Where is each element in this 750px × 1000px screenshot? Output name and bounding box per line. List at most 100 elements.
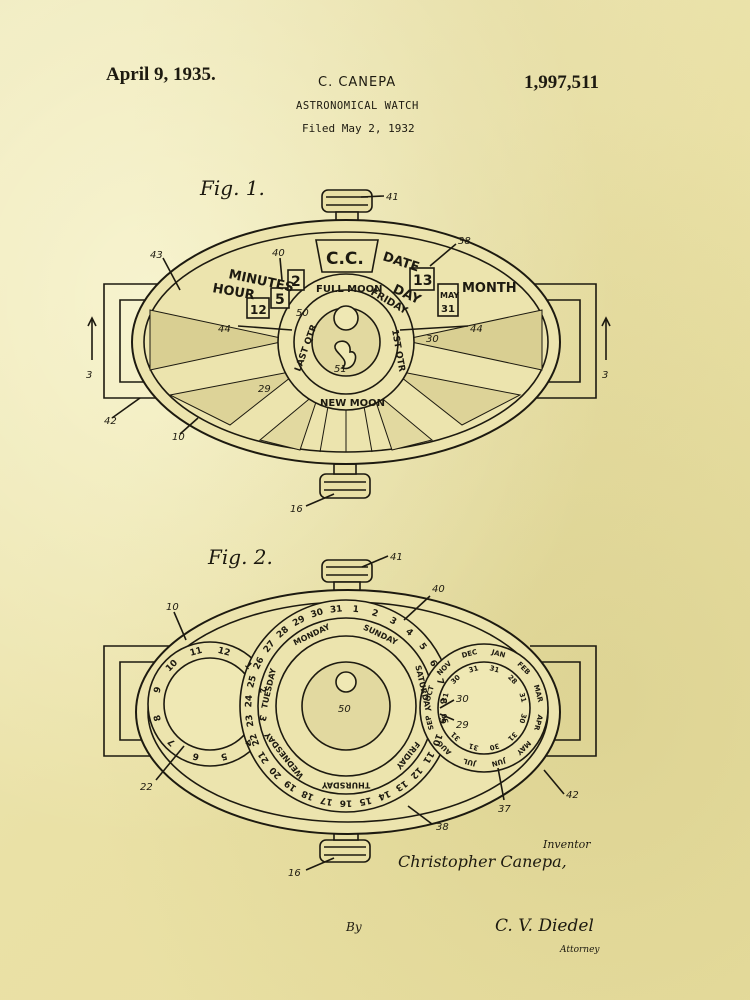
fig2-month-days: 31 [489, 664, 501, 674]
fig1-ref: 3 [602, 370, 608, 381]
fig2-month-days: 31 [517, 692, 527, 704]
fig1-left-strap [103, 283, 170, 399]
fig2-day-number: 24 [244, 695, 255, 708]
fig2-ref: 22 [140, 782, 153, 793]
fig1-ref: 38 [458, 236, 471, 247]
fig1-ref: 44 [218, 324, 231, 335]
filed-date: Filed May 2, 1932 [302, 122, 415, 135]
fig2-ref: 40 [432, 584, 445, 595]
fig2-day-number: 3 [388, 616, 398, 628]
fig1-ref: 42 [104, 416, 117, 427]
fig2-crown-icon [321, 559, 373, 583]
fig1-ref: 10 [172, 432, 185, 443]
fig2-hour-number: 6 [192, 750, 201, 761]
fig2-ref: 16 [288, 868, 301, 879]
fig2-day-number: 17 [319, 794, 333, 806]
fig2-moon-icon [335, 671, 357, 693]
fig1-month-value: MAY [440, 291, 459, 300]
fig1-hour-label: HOUR [211, 281, 255, 303]
fig2-ref: 50 [338, 704, 351, 715]
fig2-day-number: 31 [330, 604, 343, 615]
fig2-month-days: 31 [440, 692, 450, 704]
fig1-ref: 43 [150, 250, 163, 261]
fig2-day-number: 4 [403, 627, 414, 639]
fig1-month-days: 31 [441, 304, 455, 315]
fig2-month-name: OCT [424, 685, 436, 703]
figure-1-label: Fig. 1. [200, 176, 265, 200]
fig2-ref: 10 [166, 602, 179, 613]
patent-number: 1,997,511 [524, 72, 599, 93]
fig1-ref: 51 [334, 364, 347, 375]
fig2-month-days: 31 [468, 741, 480, 751]
fig1-date-value: 13 [413, 273, 432, 289]
fig2-day-number: 9 [436, 717, 447, 725]
fig1-minute-value: 5 [275, 292, 285, 308]
attorney-label: Attorney [560, 945, 600, 955]
fig2-ref: 38 [436, 822, 449, 833]
fig1-monogram: C.C. [326, 249, 364, 269]
fig1-ref: 30 [426, 334, 439, 345]
fig2-day-number: 7 [434, 678, 445, 687]
fig1-crown-icon [321, 189, 373, 213]
patent-date: April 9, 1935. [106, 64, 216, 85]
fig2-day-number: 25 [246, 675, 259, 690]
fig1-date-window [409, 267, 435, 291]
fig1-ref: 40 [272, 248, 285, 259]
fig2-hour-number: 2 [256, 686, 267, 695]
fig1-ref: 41 [386, 192, 399, 203]
fig2-day-number: 26 [252, 656, 266, 672]
fig1-ref: 16 [290, 504, 303, 515]
fig1-new-moon: NEW MOON [320, 398, 385, 409]
fig1-ref: 50 [296, 308, 309, 319]
fig2-right-strap [530, 645, 597, 757]
fig1-right-strap [530, 283, 597, 399]
fig2-day-number: 14 [376, 788, 391, 802]
fig1-knob-icon [319, 473, 371, 499]
fig1-month-label: MONTH [462, 281, 517, 296]
fig1-ref: 3 [86, 370, 92, 381]
fig2-day-number: 16 [340, 798, 353, 808]
fig1-watch [87, 189, 611, 507]
fig2-ref: 30 [456, 694, 469, 705]
fig2-month-name: JUL [462, 756, 478, 767]
fig1-full-moon: FULL MOON [316, 284, 383, 295]
fig2-hour-number: 3 [256, 714, 267, 723]
fig2-day-number: 8 [437, 698, 447, 705]
fig1-moon-icon [333, 305, 359, 331]
fig2-hour-number: 5 [220, 750, 229, 761]
fig2-left-strap [103, 645, 170, 757]
fig1-month-window [437, 283, 459, 317]
fig2-watch [103, 555, 597, 871]
fig1-hour-value: 12 [250, 303, 267, 317]
fig2-month-name: SEP [424, 714, 436, 731]
fig2-month-days: 30 [517, 713, 527, 725]
fig2-hour-number: 7 [166, 736, 178, 748]
fig2-ref: 41 [390, 552, 403, 563]
by-label: By [346, 920, 362, 934]
fig2-hour-number: 11 [189, 646, 204, 659]
inventor-signature: Christopher Canepa, [398, 852, 567, 871]
fig1-ref: 29 [258, 384, 271, 395]
fig2-knob-icon [319, 839, 371, 863]
fig2-weekday: THURSDAY [322, 781, 371, 790]
inventor-header: C. CANEPA [318, 75, 397, 90]
fig2-day-number: 1 [352, 605, 359, 616]
fig2-hour-number: 9 [153, 686, 164, 695]
inventor-label: Inventor [543, 838, 591, 851]
attorney-signature: C. V. Diedel [495, 916, 594, 936]
fig2-day-number: 23 [245, 714, 257, 728]
fig2-month-name: JUN [490, 756, 507, 768]
fig2-month-days: 30 [489, 741, 501, 751]
fig2-hour-number: 4 [242, 736, 254, 748]
fig2-hour-number: 1 [242, 660, 254, 672]
fig2-day-number: 6 [427, 659, 439, 669]
patent-title: ASTRONOMICAL WATCH [296, 100, 419, 112]
fig2-hour-number: 12 [217, 646, 232, 659]
fig2-day-number: 22 [249, 732, 263, 747]
fig2-month-name: JAN [490, 648, 507, 660]
fig2-day-number: 18 [300, 788, 315, 802]
figure-2-label: Fig. 2. [208, 545, 273, 569]
fig2-hour-number: 8 [153, 714, 164, 723]
fig2-day-number: 30 [310, 607, 325, 620]
fig1-minute-window [270, 287, 290, 309]
